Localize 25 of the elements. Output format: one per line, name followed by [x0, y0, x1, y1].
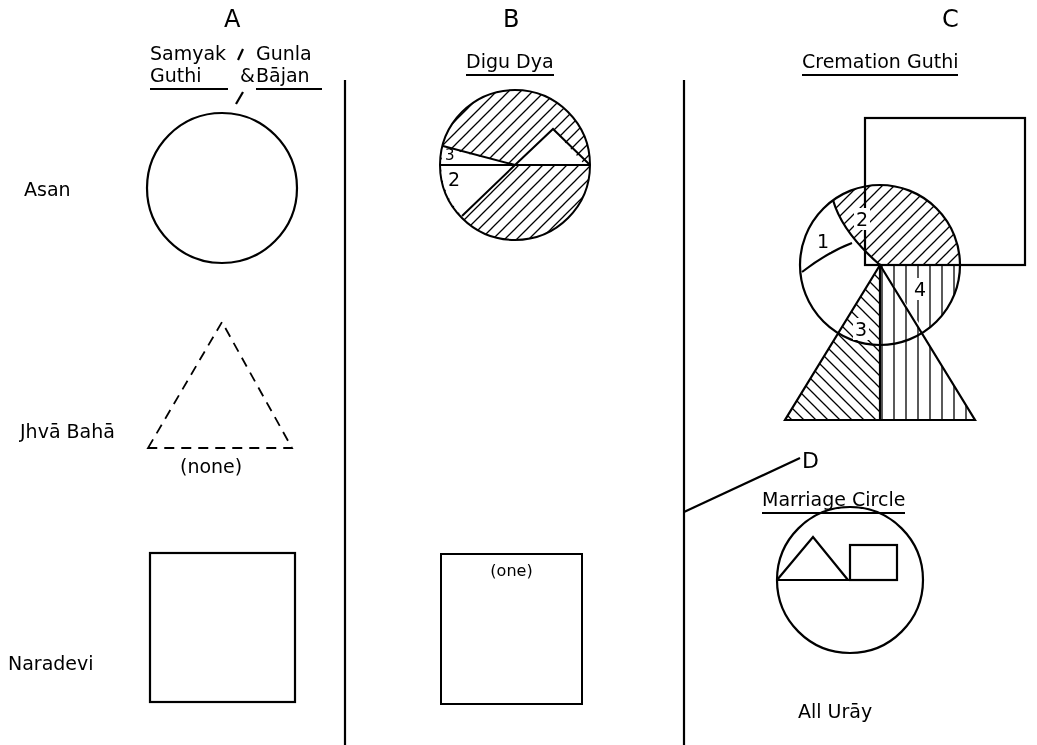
column-letter: B: [503, 8, 520, 30]
group-name: Digu Dya: [466, 50, 554, 76]
region-number: 4: [912, 278, 929, 300]
row-name: Naradevi: [8, 652, 94, 674]
dashed-triangle: [146, 320, 294, 449]
circle: [145, 111, 299, 265]
group-name: Marriage Circle: [762, 488, 906, 514]
column-letter: D: [802, 450, 819, 472]
group-name: Gunla Bājan: [256, 42, 322, 90]
region-number: 3: [853, 318, 870, 340]
group-name: All Urāy: [798, 700, 873, 722]
column-letter: A: [224, 8, 241, 30]
region-number: 3: [445, 145, 455, 166]
row-name: Jhvā Bahā: [20, 420, 115, 442]
square: [148, 551, 297, 704]
row-name: Asan: [24, 178, 71, 200]
ampersand: &: [240, 64, 255, 86]
square: [440, 553, 583, 705]
group-name: Cremation Guthi: [802, 50, 959, 76]
region-number: 2: [448, 168, 461, 190]
column-letter: C: [942, 8, 959, 30]
group-name: Samyak Guthi: [150, 42, 228, 90]
shape-note: (none): [180, 455, 243, 477]
shape-note: (one): [490, 561, 533, 580]
region-number: 2: [854, 208, 871, 230]
